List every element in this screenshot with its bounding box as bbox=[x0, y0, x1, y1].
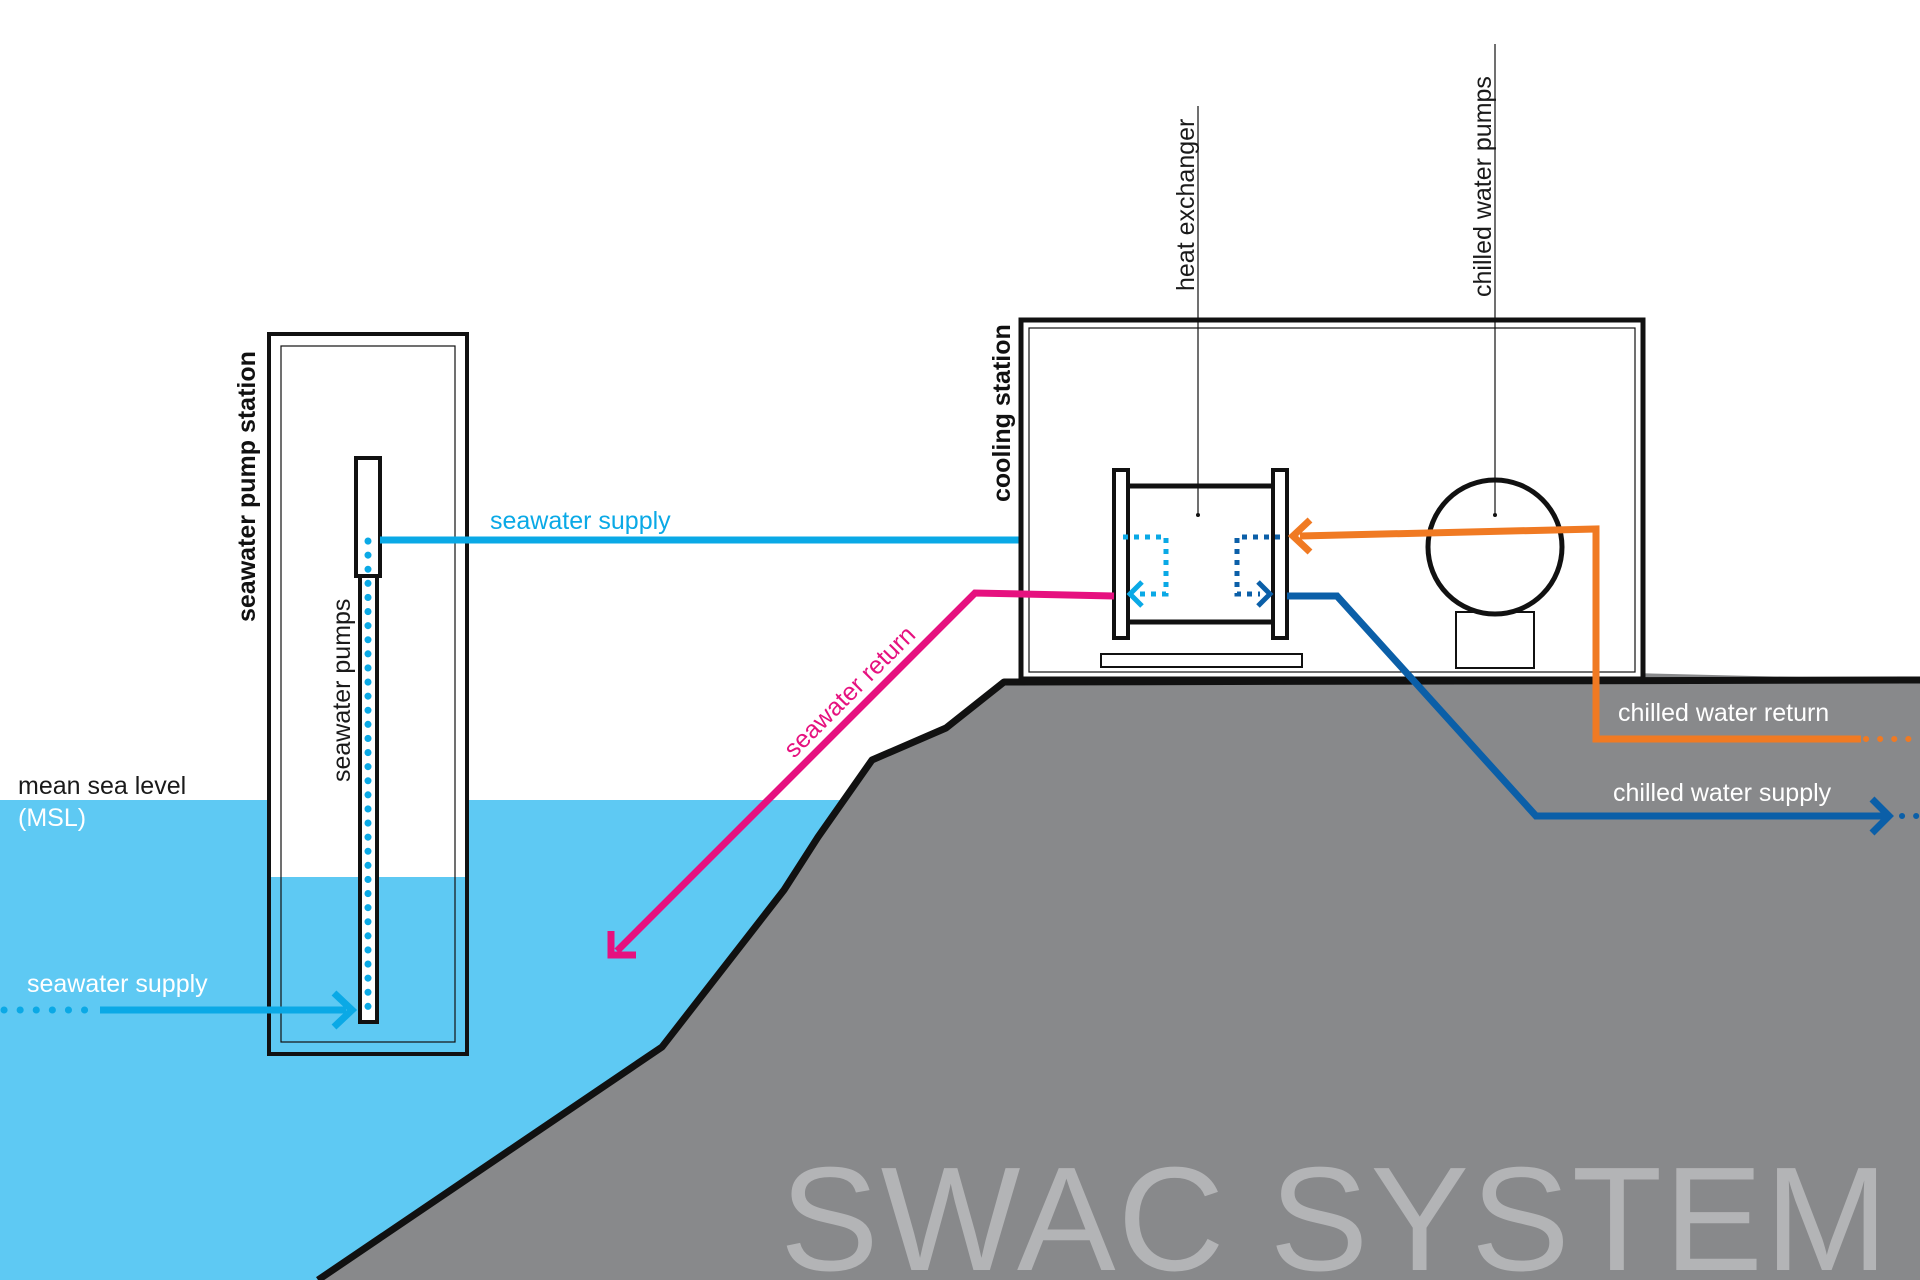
seawater-return-label: seawater return bbox=[778, 621, 921, 764]
seawater-supply-bottom-label: seawater supply bbox=[27, 970, 208, 998]
seawater-supply-intake bbox=[0, 990, 358, 1030]
chilled-water-return-pipe bbox=[1287, 517, 1919, 743]
chilled-water-supply-pipe bbox=[1287, 592, 1920, 836]
seawater-supply-top-label: seawater supply bbox=[490, 507, 671, 535]
seawater-pumps-label: seawater pumps bbox=[328, 599, 356, 782]
land bbox=[318, 662, 1920, 1280]
shoreline bbox=[316, 676, 1920, 1280]
seawater-return-pipe bbox=[607, 589, 1115, 959]
msl-label-line2: (MSL) bbox=[18, 804, 86, 832]
chilled-water-pump bbox=[1425, 477, 1565, 669]
diagram-title: SWAC SYSTEM bbox=[780, 1137, 1890, 1280]
seawater-pump-column bbox=[354, 456, 382, 1024]
chilled-water-supply-label: chilled water supply bbox=[1613, 779, 1832, 807]
chilled-water-pumps-label: chilled water pumps bbox=[1469, 76, 1497, 297]
seawater-pump-station-label: seawater pump station bbox=[233, 351, 261, 622]
heat-exchanger-label: heat exchanger bbox=[1172, 119, 1200, 291]
heat-exchanger bbox=[1100, 468, 1303, 668]
chilled-water-return-label: chilled water return bbox=[1618, 699, 1829, 727]
msl-label-line1: mean sea level bbox=[18, 772, 186, 800]
cooling-station-label: cooling station bbox=[988, 324, 1016, 502]
